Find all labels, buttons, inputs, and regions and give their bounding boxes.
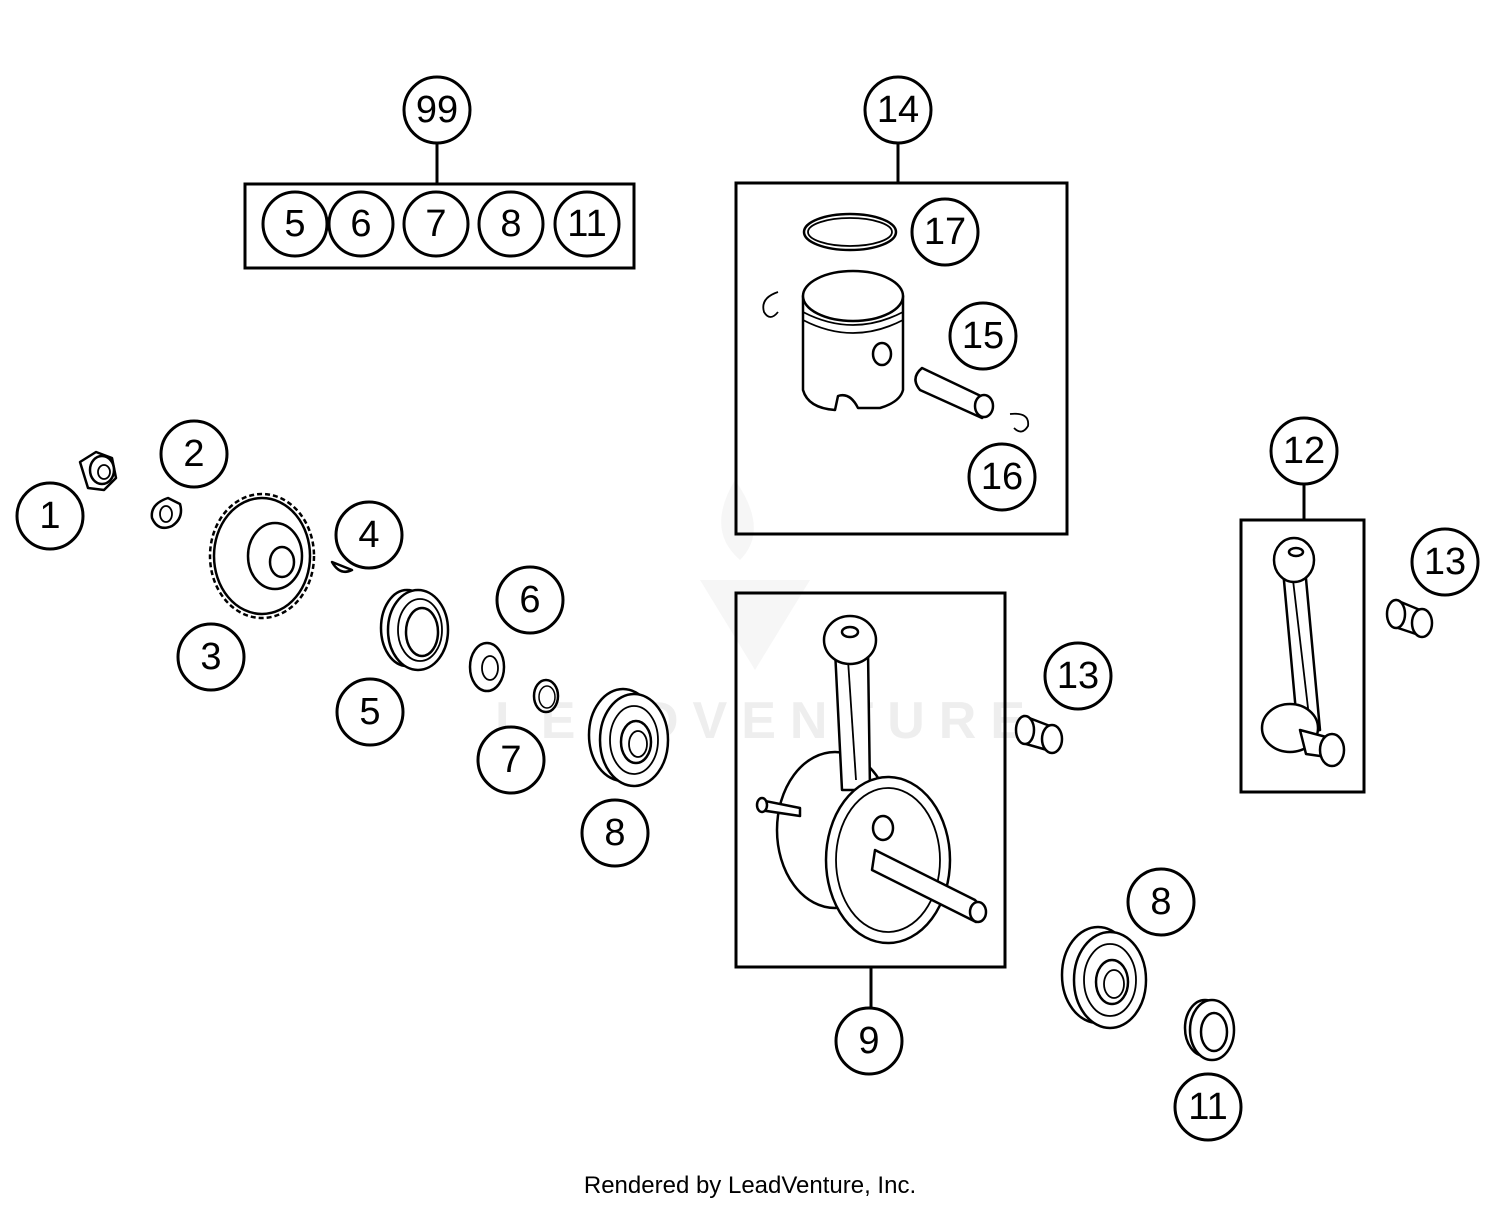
kit-box-12 bbox=[1239, 518, 1366, 794]
svg-text:7: 7 bbox=[425, 203, 446, 245]
kit-item-6[interactable]: 6 bbox=[327, 190, 395, 258]
svg-text:13: 13 bbox=[1057, 655, 1099, 697]
callout-7[interactable]: 7 bbox=[476, 725, 546, 795]
callout-4[interactable]: 4 bbox=[334, 500, 404, 570]
svg-text:7: 7 bbox=[500, 739, 521, 781]
needle-bearing-icon[interactable] bbox=[1014, 714, 1064, 755]
piston-icon[interactable] bbox=[801, 269, 905, 412]
callout-9[interactable]: 9 bbox=[834, 1006, 904, 1076]
svg-text:5: 5 bbox=[284, 203, 305, 245]
svg-text:4: 4 bbox=[358, 514, 379, 556]
ball-bearing-icon[interactable] bbox=[587, 687, 670, 788]
piston-ring-icon[interactable] bbox=[802, 212, 898, 252]
watermark-text: LEADVENTURE bbox=[495, 692, 1039, 750]
gear-icon[interactable] bbox=[208, 492, 316, 620]
svg-text:1: 1 bbox=[39, 495, 60, 537]
callout-8a[interactable]: 8 bbox=[580, 798, 650, 868]
callout-12[interactable]: 12 bbox=[1269, 416, 1339, 486]
callout-13b[interactable]: 13 bbox=[1410, 527, 1480, 597]
hex-nut-icon[interactable] bbox=[78, 450, 118, 492]
callout-8b[interactable]: 8 bbox=[1126, 867, 1196, 937]
callout-1[interactable]: 1 bbox=[15, 481, 85, 551]
footer-credit: Rendered by LeadVenture, Inc. bbox=[583, 1172, 917, 1199]
shaft-seal-icon[interactable] bbox=[1183, 998, 1236, 1062]
watermark-logo-icon bbox=[700, 480, 810, 670]
shaft-seal-icon[interactable] bbox=[379, 588, 450, 672]
svg-text:16: 16 bbox=[981, 456, 1023, 498]
callout-13a[interactable]: 13 bbox=[1043, 641, 1113, 711]
svg-text:17: 17 bbox=[924, 211, 966, 253]
woodruff-key-icon[interactable] bbox=[330, 560, 354, 573]
kit-item-5[interactable]: 5 bbox=[261, 190, 329, 258]
callout-3[interactable]: 3 bbox=[176, 622, 246, 692]
svg-text:5: 5 bbox=[359, 691, 380, 733]
callout-11[interactable]: 11 bbox=[1173, 1072, 1243, 1142]
callout-15[interactable]: 15 bbox=[948, 301, 1018, 371]
ball-bearing-icon[interactable] bbox=[1060, 925, 1148, 1030]
callout-5[interactable]: 5 bbox=[335, 677, 405, 747]
circlip-icon[interactable] bbox=[1009, 412, 1030, 433]
kit-item-7[interactable]: 7 bbox=[402, 190, 470, 258]
washer-icon[interactable] bbox=[468, 641, 506, 693]
svg-text:12: 12 bbox=[1283, 430, 1325, 472]
svg-text:9: 9 bbox=[858, 1020, 879, 1062]
svg-text:11: 11 bbox=[567, 203, 606, 245]
callout-6[interactable]: 6 bbox=[495, 565, 565, 635]
kit-item-11[interactable]: 11 bbox=[553, 190, 621, 258]
needle-bearing-icon[interactable] bbox=[1385, 598, 1434, 639]
svg-text:8: 8 bbox=[604, 812, 625, 854]
svg-text:14: 14 bbox=[877, 89, 919, 131]
callout-14[interactable]: 14 bbox=[863, 75, 933, 145]
connecting-rod-icon[interactable] bbox=[1260, 536, 1346, 768]
callout-16[interactable]: 16 bbox=[967, 442, 1037, 512]
crankshaft-icon[interactable] bbox=[755, 614, 988, 945]
kit-item-8[interactable]: 8 bbox=[477, 190, 545, 258]
o-ring-icon[interactable] bbox=[532, 678, 560, 714]
svg-text:3: 3 bbox=[200, 636, 221, 678]
svg-text:99: 99 bbox=[416, 89, 458, 131]
svg-text:15: 15 bbox=[962, 315, 1004, 357]
callout-99[interactable]: 99 bbox=[402, 75, 472, 145]
svg-text:13: 13 bbox=[1424, 541, 1466, 583]
kit-box-14 bbox=[734, 181, 1069, 536]
svg-text:6: 6 bbox=[519, 579, 540, 621]
svg-text:6: 6 bbox=[350, 203, 371, 245]
svg-text:8: 8 bbox=[500, 203, 521, 245]
svg-text:2: 2 bbox=[183, 433, 204, 475]
svg-text:8: 8 bbox=[1150, 881, 1171, 923]
circlip-icon[interactable] bbox=[762, 291, 779, 318]
callout-17[interactable]: 17 bbox=[910, 197, 980, 267]
svg-text:11: 11 bbox=[1188, 1086, 1227, 1128]
lock-washer-icon[interactable] bbox=[150, 496, 183, 529]
callout-2[interactable]: 2 bbox=[159, 419, 229, 489]
piston-pin-icon[interactable] bbox=[914, 366, 995, 420]
kit-box-99 bbox=[243, 182, 636, 270]
